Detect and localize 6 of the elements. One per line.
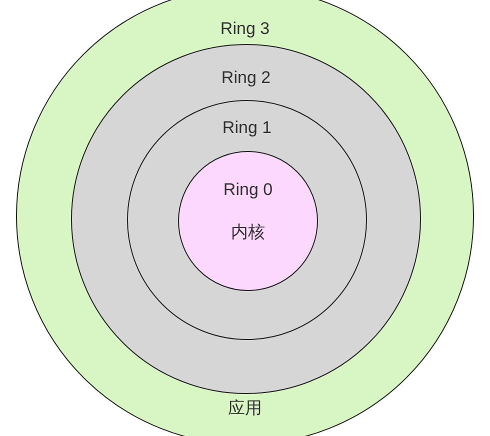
ring-label: Ring 2 [221, 68, 271, 88]
ring-label: Ring 0 [223, 180, 273, 200]
ring-label: Ring 3 [220, 19, 270, 39]
ring-label: 应用 [228, 398, 262, 420]
ring-label: Ring 1 [222, 118, 272, 138]
ring-label: 内核 [231, 222, 265, 244]
